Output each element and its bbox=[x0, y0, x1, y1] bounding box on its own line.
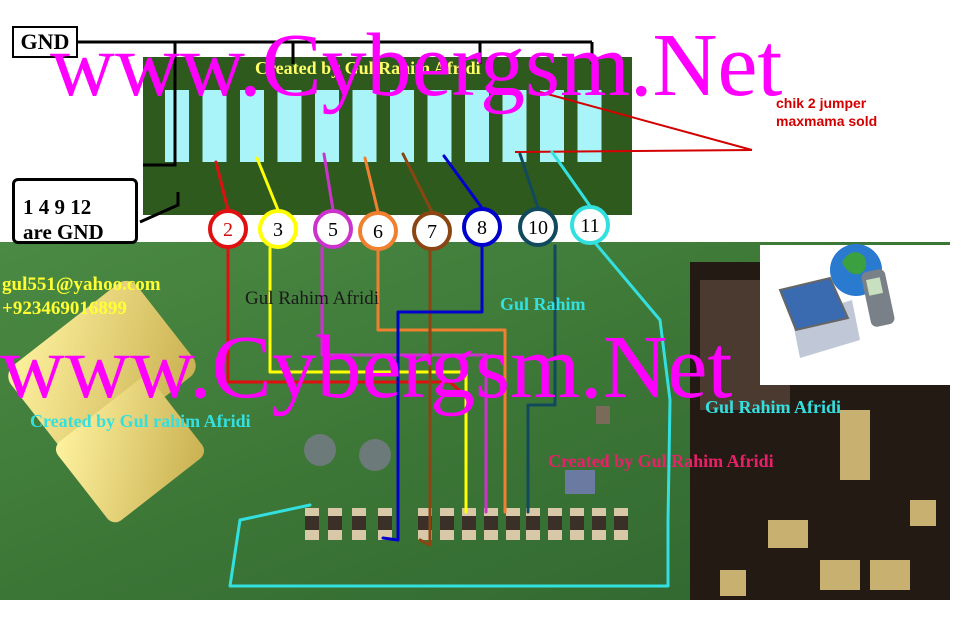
pin-trace-11 bbox=[228, 242, 672, 588]
pin-circle-3 bbox=[258, 209, 298, 249]
pin-circle-7 bbox=[412, 211, 452, 251]
capacitor-body bbox=[506, 516, 520, 530]
gnd-lines bbox=[74, 40, 594, 224]
board-components bbox=[304, 406, 610, 494]
pin-circles: 2 3 5 6 7 8 10 11 bbox=[208, 205, 610, 251]
gnd-label: GND bbox=[12, 26, 78, 58]
pin-trace-5 bbox=[320, 246, 488, 514]
pin-trace-7 bbox=[418, 248, 432, 547]
right-credit-bottom: Created by Gul Rahim Afridi bbox=[548, 451, 774, 471]
pin-trace-7 bbox=[401, 152, 434, 214]
pin-trace-2 bbox=[214, 160, 230, 212]
connector-pad bbox=[202, 90, 227, 162]
crystal-component bbox=[8, 280, 205, 523]
pin-trace-8 bbox=[381, 244, 484, 542]
gnd-pins-note: 1 4 9 12 are GND bbox=[12, 178, 138, 244]
connector-pad bbox=[427, 90, 452, 162]
pin-trace-3 bbox=[255, 156, 280, 212]
right-credit-top: Gul Rahim Afridi bbox=[705, 397, 842, 417]
pin-traces bbox=[214, 150, 672, 588]
capacitor-body bbox=[378, 516, 392, 530]
pin-circle-5 bbox=[313, 209, 353, 249]
pin-trace-8 bbox=[442, 154, 484, 210]
pin-number-label: 2 bbox=[223, 219, 233, 241]
capacitor-body bbox=[526, 516, 540, 530]
capacitor-body bbox=[352, 516, 366, 530]
jumper-lines bbox=[514, 91, 753, 153]
pin-trace-6 bbox=[363, 156, 380, 214]
connector-pad bbox=[465, 90, 489, 162]
connector-pad bbox=[277, 90, 302, 162]
capacitor-body bbox=[462, 516, 476, 530]
pin-number-label: 10 bbox=[528, 217, 548, 239]
connector-credit: Created by Gul Rahim Afridi bbox=[255, 58, 481, 78]
capacitor-body bbox=[484, 516, 498, 530]
watermark-top: www.Cybergsm.Net bbox=[50, 16, 783, 115]
connector-pad bbox=[390, 90, 414, 162]
pin-trace-10 bbox=[526, 244, 557, 514]
board-credit-right: Gul Rahim bbox=[500, 294, 586, 314]
capacitor-body bbox=[440, 516, 454, 530]
pin-trace-3 bbox=[268, 246, 468, 514]
pin-circle-6 bbox=[358, 211, 398, 251]
connector-pad bbox=[540, 90, 564, 162]
watermark-bottom: www.Cybergsm.Net bbox=[0, 318, 733, 417]
gnd-pins-line1: 1 4 9 12 bbox=[23, 195, 92, 219]
pin-trace-2 bbox=[226, 246, 472, 402]
connector-pad bbox=[165, 90, 189, 162]
board-credit-center: Gul Rahim Afridi bbox=[245, 288, 380, 309]
connector-pad bbox=[315, 90, 339, 162]
pin-trace-6 bbox=[376, 248, 507, 514]
pin-circle-8 bbox=[462, 207, 502, 247]
jumper-note: chik 2 jumper maxmama sold bbox=[776, 94, 877, 130]
connector-pad bbox=[352, 90, 377, 162]
pin-number-label: 11 bbox=[580, 215, 599, 237]
capacitor-row bbox=[305, 508, 628, 540]
capacitor-body bbox=[328, 516, 342, 530]
contact-email: gul551@yahoo.com bbox=[2, 274, 161, 295]
pin-circle-11 bbox=[570, 205, 610, 245]
pin-number-label: 7 bbox=[427, 221, 437, 243]
housing-contacts bbox=[720, 410, 936, 596]
capacitor-body bbox=[570, 516, 584, 530]
capacitor-body bbox=[548, 516, 562, 530]
pin-circle-2 bbox=[208, 209, 248, 249]
gnd-pins-line2: are GND bbox=[23, 220, 104, 244]
connector-pad bbox=[240, 90, 264, 162]
pin-number-label: 8 bbox=[477, 217, 487, 239]
pin-trace-5 bbox=[322, 152, 335, 212]
contact-info: gul551@yahoo.com +923469016899 bbox=[2, 273, 161, 321]
pin-trace-10 bbox=[518, 152, 540, 210]
contact-phone: +923469016899 bbox=[2, 298, 127, 319]
pin-circle-10 bbox=[518, 207, 558, 247]
capacitor-body bbox=[614, 516, 628, 530]
pin-number-label: 3 bbox=[273, 219, 283, 241]
connector-pads bbox=[165, 90, 602, 162]
connector-pad bbox=[502, 90, 527, 162]
connector-pad bbox=[577, 90, 602, 162]
capacitor-body bbox=[592, 516, 606, 530]
jumper-line1: chik 2 jumper bbox=[776, 95, 867, 111]
pin-number-label: 5 bbox=[328, 219, 338, 241]
devices-icon bbox=[778, 244, 895, 358]
pin-trace-11 bbox=[550, 150, 592, 208]
jumper-line2: maxmama sold bbox=[776, 113, 878, 129]
pin-number-label: 6 bbox=[373, 221, 383, 243]
capacitor-body bbox=[305, 516, 319, 530]
board-credit-left: Created by Gul rahim Afridi bbox=[30, 411, 251, 431]
